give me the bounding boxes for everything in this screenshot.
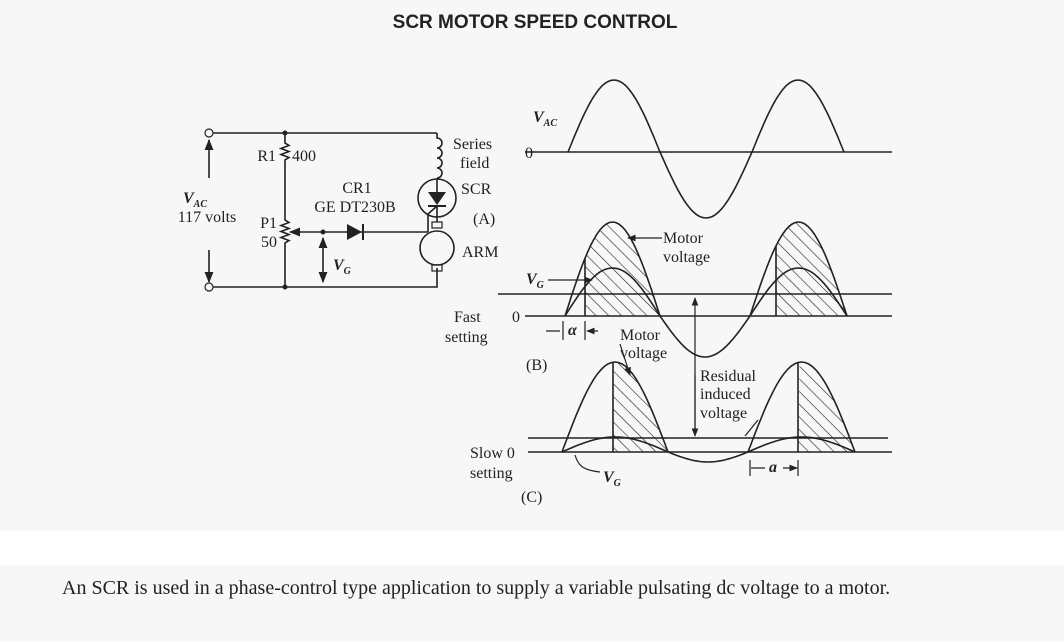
residual-label: Residual: [700, 368, 757, 385]
resistor-r1-p1: [278, 133, 292, 287]
series-field-label: Series: [453, 136, 492, 153]
series-field-coil-icon: [436, 133, 443, 179]
diode-cr1-icon: [347, 224, 362, 240]
separator-band: [0, 531, 1064, 565]
caption-paragraph: An SCR is used in a phase-control type a…: [62, 577, 891, 599]
arm-label: ARM: [462, 244, 498, 261]
motor-voltage-label-2: voltage: [663, 249, 710, 266]
waveform-a: VAC 0: [525, 79, 892, 219]
diagram-title: SCR MOTOR SPEED CONTROL: [393, 12, 678, 33]
r1-label: R1: [257, 148, 276, 165]
slow-motor-curve: [561, 361, 856, 463]
vg-label-c: VG: [603, 469, 622, 489]
waveform-c: Motor voltage Residual induced voltage S…: [470, 327, 892, 506]
residual-label-3: voltage: [700, 405, 747, 422]
slow-vg-curve: [561, 436, 856, 453]
residual-label-2: induced: [700, 386, 751, 403]
vac-label: VAC: [183, 190, 207, 210]
cr1-part: GE DT230B: [314, 199, 395, 216]
vg-label-b: VG: [526, 271, 545, 291]
circuit-schematic: VAC 117 volts R1 400 P1 50 CR1 GE DT230B…: [178, 128, 498, 292]
motor-voltage-hatch: [585, 222, 847, 316]
fast-setting-label-2: setting: [445, 329, 488, 346]
panel-b-label: (B): [526, 357, 547, 374]
slow-setting-label-2: setting: [470, 465, 513, 482]
fast-setting-label: Fast: [454, 309, 481, 326]
p1-label: P1: [260, 215, 277, 232]
delay-a-label: a: [769, 459, 777, 476]
waveform-a-label: VAC: [533, 109, 557, 129]
motor-voltage-label: Motor: [663, 230, 704, 247]
p1-value: 50: [261, 234, 277, 251]
slow-motor-voltage-label: Motor: [620, 327, 661, 344]
supply-voltage: 117 volts: [178, 209, 237, 226]
vg-label: VG: [333, 257, 352, 277]
panel-a-label: (A): [473, 211, 495, 228]
series-field-label-2: field: [460, 155, 489, 172]
waveform-b-zero: 0: [512, 309, 520, 326]
slow-setting-label: Slow 0: [470, 445, 515, 462]
vac-sine-curve: [567, 79, 845, 219]
waveform-b: Motor voltage VG Fast setting 0 α (B): [445, 221, 892, 437]
wires-main: [213, 132, 438, 288]
panel-c-label: (C): [521, 489, 542, 506]
cr1-label: CR1: [342, 180, 371, 197]
slow-motor-voltage-label-2: voltage: [620, 345, 667, 362]
waveform-a-zero: 0: [525, 145, 533, 162]
alpha-label: α: [568, 322, 578, 339]
r1-value: 400: [292, 148, 316, 165]
scr-label: SCR: [461, 181, 492, 198]
fast-vg-curve: [564, 267, 848, 317]
fast-motor-curve: [564, 221, 848, 358]
scr-diagram: SCR MOTOR SPEED CONTROL VAC 117 volts R1…: [177, 12, 892, 506]
